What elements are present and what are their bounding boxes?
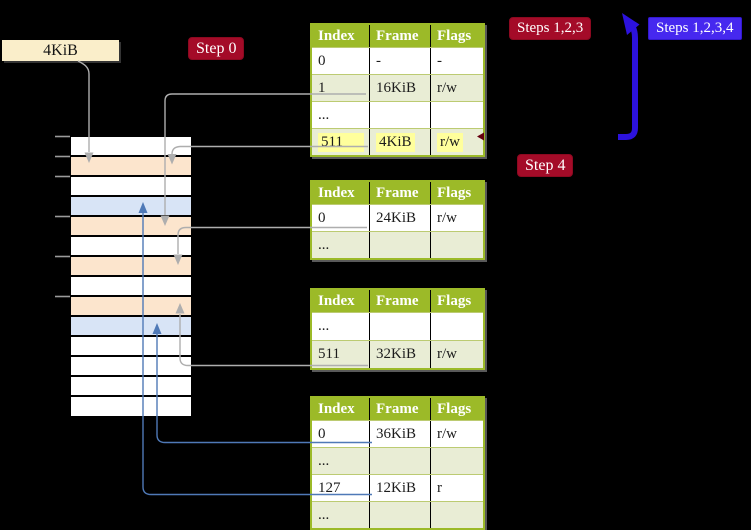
table-row: 0 - - bbox=[312, 47, 483, 74]
table-header-row: Index Frame Flags bbox=[312, 25, 483, 47]
memory-frame-row bbox=[71, 177, 191, 197]
table-row: ... bbox=[312, 101, 483, 128]
table-row: 511 32KiB r/w bbox=[312, 340, 483, 368]
table-row: ... bbox=[312, 312, 483, 340]
table-row: ... bbox=[312, 447, 483, 474]
table-row: 127 12KiB r bbox=[312, 474, 483, 501]
table-header-row: Index Frame Flags bbox=[312, 290, 483, 312]
table-row: ... bbox=[312, 501, 483, 528]
column-header-frame: Frame bbox=[369, 398, 430, 420]
column-header-index: Index bbox=[312, 25, 369, 47]
memory-frame-row bbox=[71, 277, 191, 297]
memory-frame-row bbox=[71, 237, 191, 257]
column-header-frame: Frame bbox=[369, 290, 430, 312]
memory-frame-row bbox=[71, 257, 191, 277]
table-row: 1 16KiB r/w bbox=[312, 74, 483, 101]
page-table-4: Index Frame Flags 0 36KiB r/w ... 127 12… bbox=[310, 396, 485, 530]
memory-frame-row bbox=[71, 157, 191, 177]
steps-flow-arrow bbox=[618, 22, 638, 140]
page-table-1: Index Frame Flags 0 - - 1 16KiB r/w ... … bbox=[310, 23, 485, 157]
step4-badge: Step 4 bbox=[517, 154, 574, 177]
column-header-frame: Frame bbox=[369, 25, 430, 47]
column-header-flags: Flags bbox=[430, 25, 483, 47]
page-table-3: Index Frame Flags ... 511 32KiB r/w bbox=[310, 288, 485, 370]
column-header-index: Index bbox=[312, 290, 369, 312]
frame-size-tag: 4KiB bbox=[2, 40, 119, 61]
steps123-badge: Steps 1,2,3 bbox=[509, 17, 592, 40]
memory-frame-row bbox=[71, 357, 191, 377]
steps-flow-arrowhead-icon bbox=[622, 13, 640, 35]
table-row: ... bbox=[312, 231, 483, 258]
memory-frame-row bbox=[71, 377, 191, 397]
address-ticks bbox=[55, 135, 70, 298]
table-header-row: Index Frame Flags bbox=[312, 398, 483, 420]
memory-frame-row bbox=[71, 317, 191, 337]
physical-memory-column bbox=[70, 136, 192, 418]
column-header-flags: Flags bbox=[430, 398, 483, 420]
page-table-2: Index Frame Flags 0 24KiB r/w ... bbox=[310, 180, 485, 260]
steps1234-badge: Steps 1,2,3,4 bbox=[648, 17, 742, 40]
column-header-frame: Frame bbox=[369, 182, 430, 204]
memory-frame-row bbox=[71, 397, 191, 417]
table-row: 0 36KiB r/w bbox=[312, 420, 483, 447]
column-header-index: Index bbox=[312, 398, 369, 420]
memory-frame-row bbox=[71, 337, 191, 357]
column-header-flags: Flags bbox=[430, 182, 483, 204]
table-row: 0 24KiB r/w bbox=[312, 204, 483, 231]
memory-frame-row bbox=[71, 137, 191, 157]
memory-frame-row bbox=[71, 197, 191, 217]
column-header-index: Index bbox=[312, 182, 369, 204]
column-header-flags: Flags bbox=[430, 290, 483, 312]
table-header-row: Index Frame Flags bbox=[312, 182, 483, 204]
step0-badge: Step 0 bbox=[188, 37, 245, 60]
memory-frame-row bbox=[71, 217, 191, 237]
table-row-highlighted: 511 4KiB r/w bbox=[312, 128, 483, 155]
memory-frame-row bbox=[71, 297, 191, 317]
